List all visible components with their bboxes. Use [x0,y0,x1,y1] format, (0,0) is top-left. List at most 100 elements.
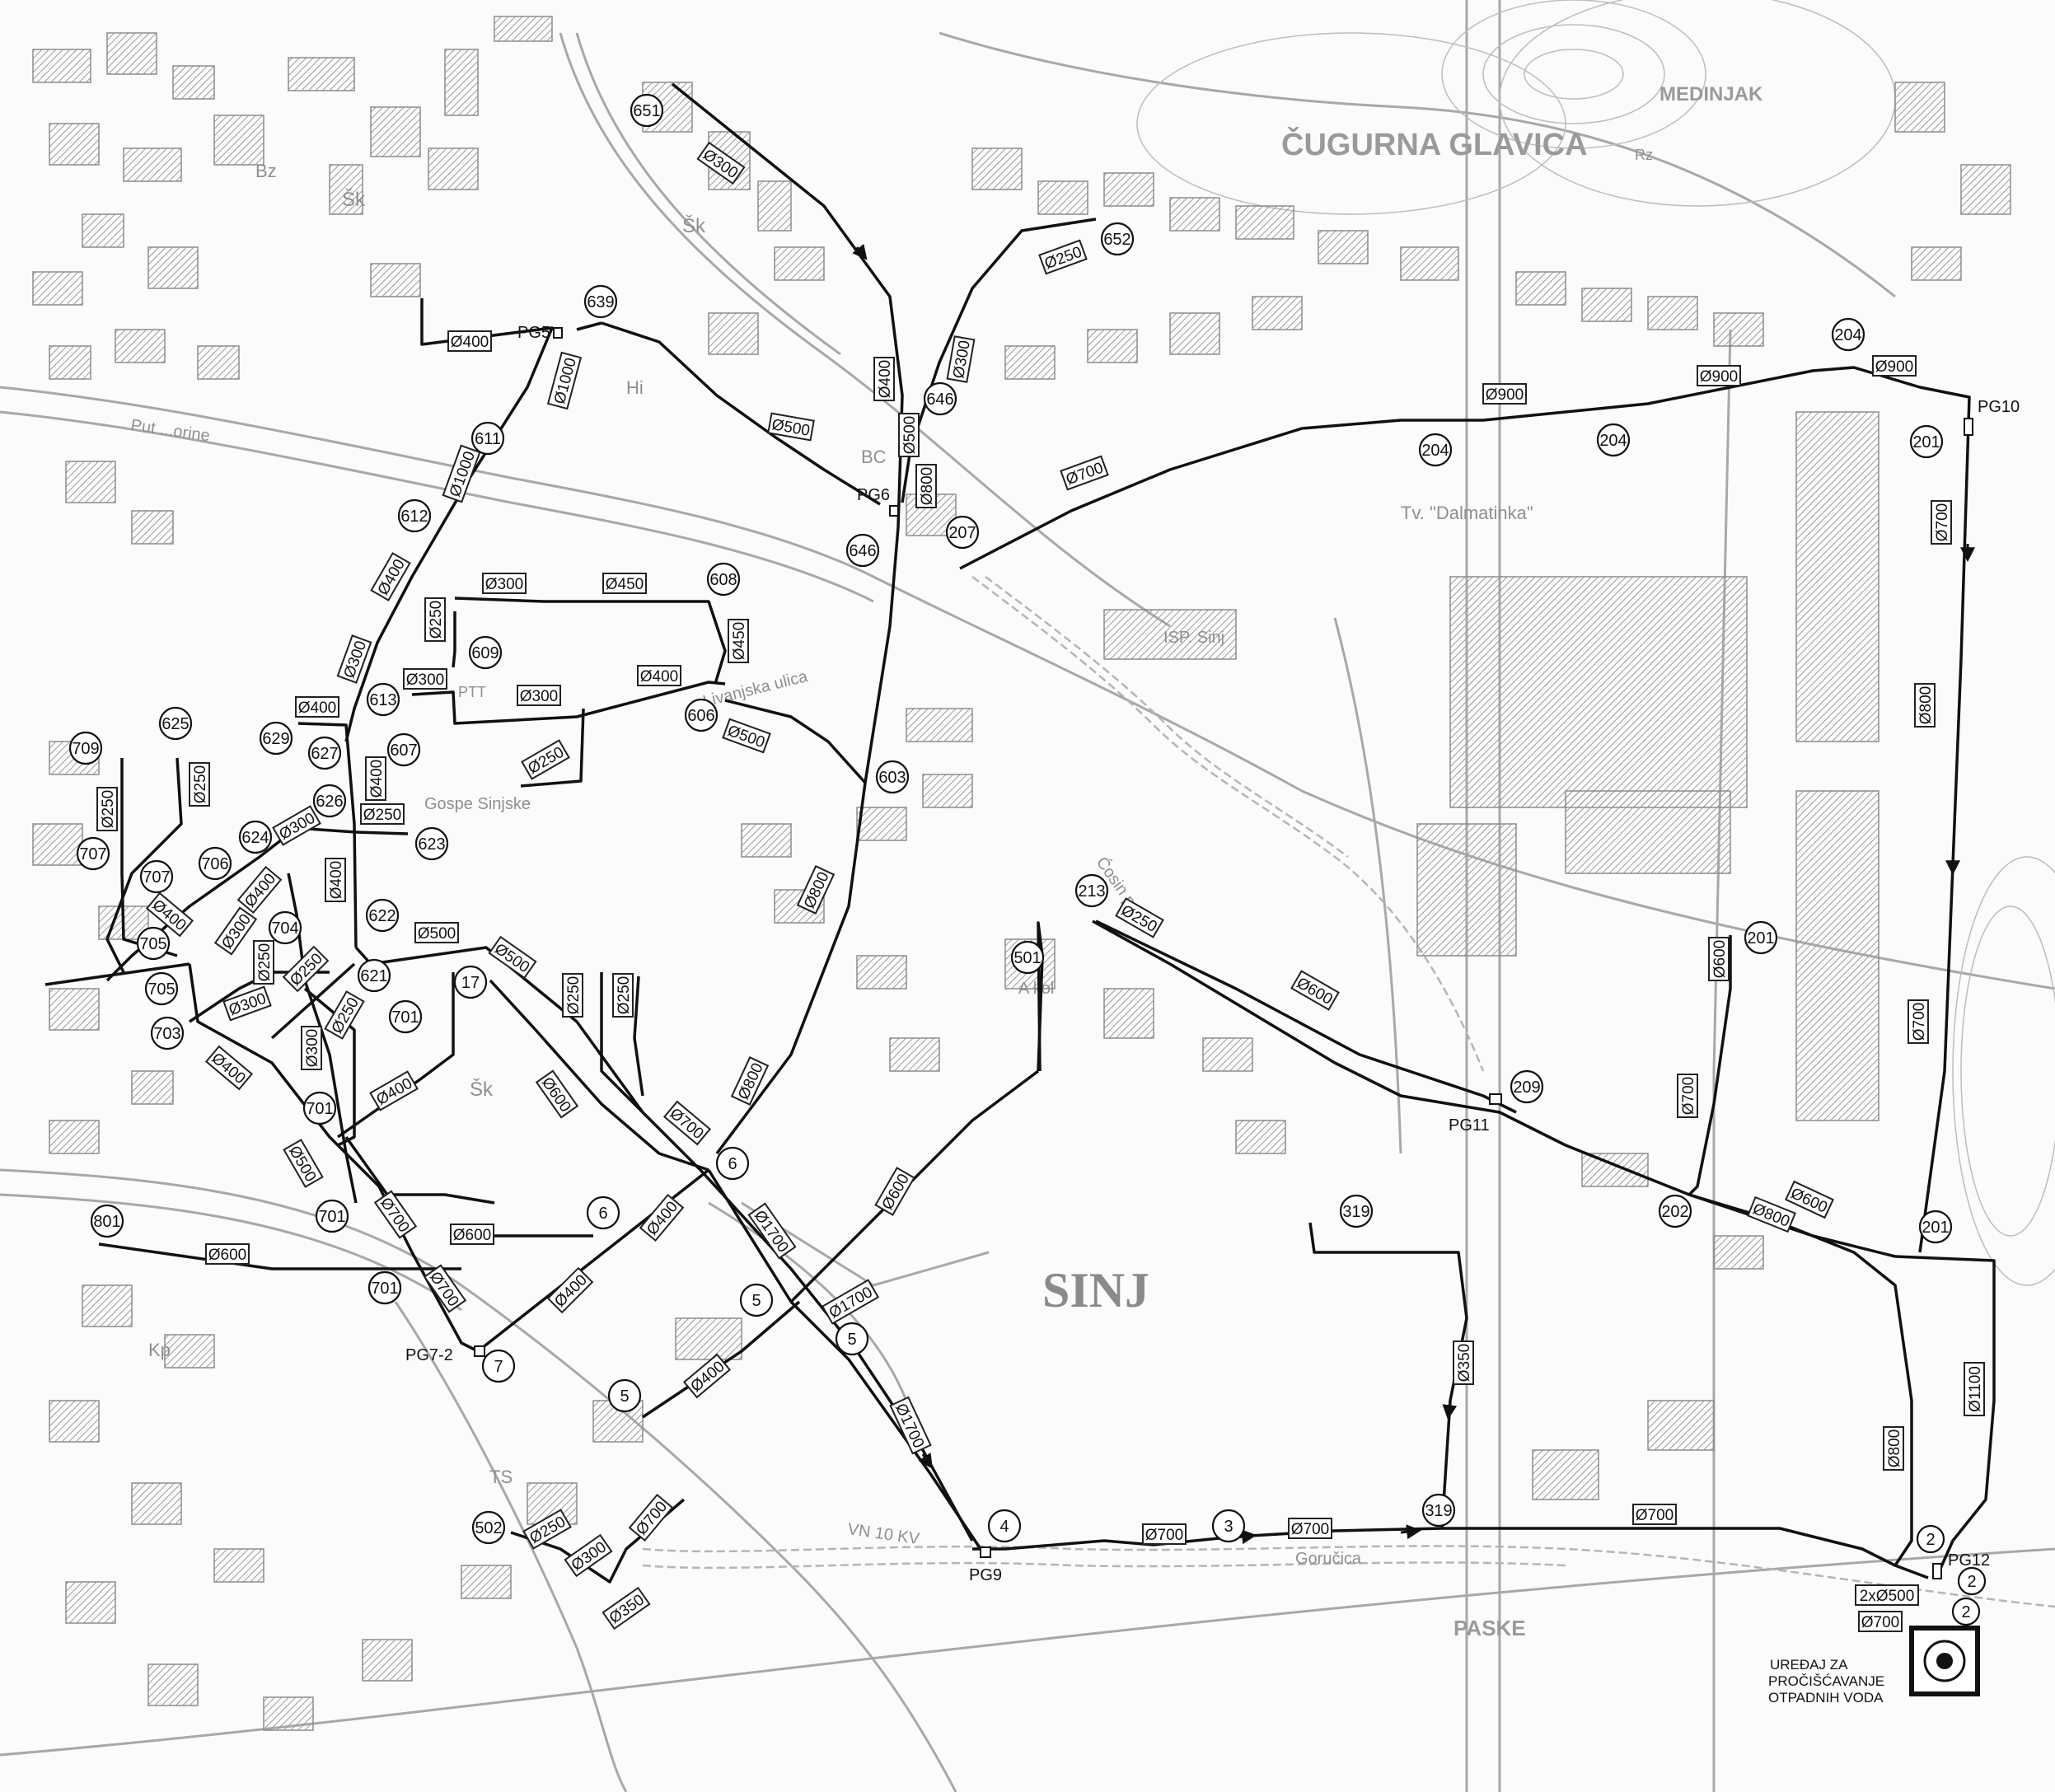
svg-text:209: 209 [1513,1078,1540,1097]
node: 2 [1957,1566,1987,1596]
pipe-label: Ø600 [874,1167,915,1216]
place-paske: PASKE [1453,1616,1526,1640]
svg-text:611: 611 [475,430,501,448]
pipe-label: Ø700 [1908,999,1929,1044]
svg-text:PG7-2: PG7-2 [405,1346,453,1364]
pipe-label: Ø700 [1060,455,1109,491]
svg-text:Ø450: Ø450 [606,576,644,593]
svg-text:Ø700: Ø700 [1291,1521,1329,1538]
node: 701 [302,1091,337,1125]
svg-text:Ø700: Ø700 [1911,1003,1928,1041]
svg-text:Ø1100: Ø1100 [1967,1366,1984,1412]
svg-text:Ø250: Ø250 [616,976,633,1014]
landuse-hi: Hi [626,377,644,398]
svg-text:Ø300: Ø300 [406,671,444,689]
svg-text:201: 201 [1912,433,1940,452]
pipe-label: Ø700 [628,1493,674,1542]
node: 701 [388,999,423,1034]
pipe-label: Ø250 [521,739,570,780]
node: 623 [414,826,449,861]
svg-text:PG11: PG11 [1449,1116,1490,1135]
svg-text:2xØ500: 2xØ500 [1860,1588,1915,1605]
svg-text:Ø700: Ø700 [1636,1507,1673,1524]
node: 646 [923,381,957,416]
label-vn-10kv: VN 10 KV [846,1520,921,1548]
buildings [32,16,2011,1731]
pg10: PG10 [1964,398,2020,436]
wwtp: UREĐAJ ZA PROČIŠĆAVANJE OTPADNIH VODA [1768,1626,1980,1705]
nodes: 651 652 639 611 612 646 646 207 204 204 … [68,93,1987,1626]
svg-text:801: 801 [93,1213,120,1231]
svg-text:5: 5 [751,1292,761,1310]
node: 17 [453,965,488,999]
pipe-label: Ø600 [205,1243,250,1265]
node: 607 [386,732,421,767]
svg-text:7: 7 [494,1358,503,1376]
node: 204 [1831,317,1865,352]
svg-text:Ø700: Ø700 [1680,1077,1697,1115]
label-gospe-sinjske: Gospe Sinjske [424,795,531,813]
node: 5 [607,1378,642,1413]
pipe-label: Ø700 [373,1190,418,1239]
pipe-label: Ø500 [414,922,459,943]
node: 608 [706,562,741,597]
node: 5 [835,1322,869,1356]
svg-text:Ø900: Ø900 [1875,358,1913,376]
pipe-label: Ø900 [1697,365,1741,386]
pipe-label: Ø900 [1482,383,1527,405]
pipe-label: Ø250 [360,803,405,825]
node: 6 [715,1146,750,1181]
node: 626 [312,784,347,818]
node: 213 [1074,873,1109,908]
node: 501 [1010,940,1045,975]
pipe-label: Ø400 [325,858,346,902]
node: 6 [586,1195,620,1230]
streams [642,576,2055,1608]
svg-text:625: 625 [161,715,189,733]
svg-text:621: 621 [360,967,387,985]
pipe-label: Ø900 [1872,355,1917,377]
node: 703 [150,1016,185,1050]
pipe-label: Ø250 [424,597,446,642]
svg-text:Ø250: Ø250 [100,790,117,828]
place-medinjak: MEDINJAK [1659,83,1763,105]
svg-text:707: 707 [143,868,170,887]
node: 624 [238,820,273,854]
svg-text:319: 319 [1342,1203,1369,1221]
svg-text:213: 213 [1078,882,1105,901]
pipe-label: Ø700 [1677,1074,1698,1118]
svg-text:626: 626 [316,793,343,811]
pg5: PG5 [517,324,563,342]
pipe-label: Ø800 [1747,1195,1796,1233]
pipe-label: Ø250 [96,787,118,831]
pipe-label: Ø500 [283,1139,324,1188]
node: 705 [144,971,179,1006]
svg-text:606: 606 [687,707,714,725]
node: 612 [397,498,432,533]
svg-text:Ø400: Ø400 [368,760,386,798]
node: 621 [357,958,391,993]
pipe-label: Ø700 [1858,1611,1903,1632]
pipe-label: Ø400 [204,1045,254,1091]
svg-text:202: 202 [1661,1203,1688,1221]
pipe-label: Ø400 [236,865,283,915]
svg-text:Ø400: Ø400 [328,861,345,899]
svg-text:319: 319 [1425,1502,1452,1520]
node: 5 [739,1283,774,1317]
svg-text:607: 607 [390,742,417,760]
landuse-rz: Rz [1635,147,1653,163]
node: 707 [76,836,110,871]
node: 202 [1658,1194,1692,1228]
pipe-label: Ø300 [564,1533,613,1578]
pipe-label: Ø600 [1708,937,1730,981]
node: 651 [630,93,664,128]
pipe-label: Ø700 [1288,1518,1332,1539]
pipe-label: Ø500 [722,718,771,754]
pipe-label: Ø300 [213,906,258,956]
pipe-label: Ø250 [1038,239,1088,275]
pipe-label: Ø600 [450,1224,494,1245]
pipe-label: Ø400 [682,1353,732,1399]
svg-text:623: 623 [418,835,445,854]
svg-text:609: 609 [471,644,499,662]
